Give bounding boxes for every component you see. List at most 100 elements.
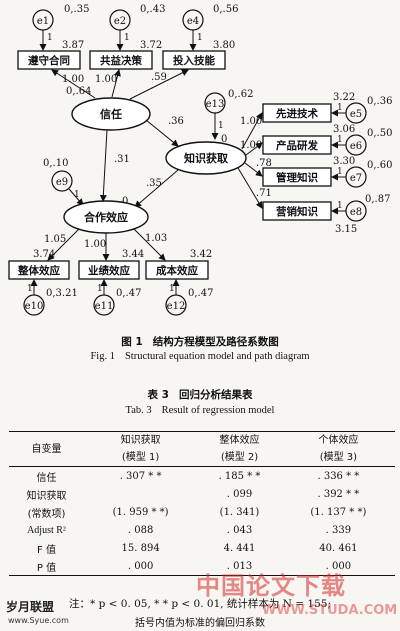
svg-text:整体效应: 整体效应 bbox=[17, 264, 60, 277]
load-invest: .59 bbox=[151, 72, 167, 83]
svg-text:管理知识: 管理知识 bbox=[276, 171, 318, 184]
load-mutual: 1.00 bbox=[95, 74, 117, 85]
indicator-cost-effect: 成本效应 bbox=[145, 260, 209, 280]
table-note-brackets: 括号内值为标准的偏回归系数 bbox=[135, 618, 265, 629]
svg-text:e7: e7 bbox=[350, 173, 362, 184]
error-e7: e7 bbox=[345, 166, 367, 188]
indicator-overall-effect: 整体效应 bbox=[8, 260, 70, 280]
mean-mutual: 3.72 bbox=[140, 40, 162, 51]
error-e4: e4 bbox=[182, 9, 204, 31]
error-e6: e6 bbox=[345, 134, 367, 156]
indicator-mgmt-knowledge: 管理知识 bbox=[262, 167, 332, 187]
e2-variance: 0,.43 bbox=[140, 4, 165, 15]
svg-text:投入技能: 投入技能 bbox=[173, 54, 215, 67]
load-overall: 1.05 bbox=[44, 234, 66, 245]
cell-model3: . 339 bbox=[325, 524, 352, 536]
table-header-row-2: (模型 1) (模型 2) (模型 3) bbox=[9, 449, 395, 467]
row-label: 信任 bbox=[36, 472, 57, 484]
watermark-syue: 岁月联盟 bbox=[4, 598, 57, 615]
e4-one: 1 bbox=[197, 33, 203, 43]
svg-text:e8: e8 bbox=[350, 207, 362, 218]
error-e8: e8 bbox=[345, 200, 367, 222]
e12-variance: 0,.47 bbox=[188, 288, 213, 299]
table-row: F 值 15. 894 4. 441 40. 461 bbox=[9, 539, 395, 557]
header-col3-name: 个体效应 bbox=[281, 431, 395, 449]
latent-knowledge: 知识获取 bbox=[165, 141, 247, 175]
error-e13: e13 bbox=[204, 92, 226, 114]
e7-one: 1 bbox=[337, 167, 343, 177]
indicator-product-dev: 产品研发 bbox=[262, 135, 332, 155]
mean-advanced: 3.22 bbox=[333, 92, 355, 103]
svg-text:产品研发: 产品研发 bbox=[276, 139, 318, 152]
latent-cooperation: 合作效应 bbox=[63, 200, 149, 234]
cell-model3: . 000 bbox=[281, 557, 395, 576]
header-col2-model: (模型 2) bbox=[197, 449, 282, 467]
load-advanced: 1.00 bbox=[240, 116, 262, 127]
figure-label-cn: 图 1 bbox=[121, 336, 143, 348]
coop-intercept: 0 bbox=[122, 196, 128, 207]
e8-variance: 0,.87 bbox=[365, 194, 390, 205]
svg-text:e4: e4 bbox=[187, 16, 199, 27]
e11-one: 1 bbox=[97, 284, 103, 294]
svg-text:营销知识: 营销知识 bbox=[276, 205, 318, 218]
knowledge-intercept: 0 bbox=[221, 134, 227, 145]
table-row: 知识获取 . 099 . 392 * * bbox=[9, 485, 395, 503]
e10-variance: 0,3.21 bbox=[46, 288, 78, 299]
indicator-mutual-decision: 共益决策 bbox=[89, 50, 153, 70]
svg-text:e13: e13 bbox=[206, 99, 225, 110]
e13-one: 1 bbox=[218, 121, 224, 131]
e10-one: 1 bbox=[27, 284, 33, 294]
figure-caption-cn: 图 1 结构方程模型及路径系数图 bbox=[0, 334, 400, 349]
svg-text:成本效应: 成本效应 bbox=[156, 264, 198, 277]
row-label: F 值 bbox=[37, 544, 56, 556]
cell-model3: . 392 * * bbox=[317, 488, 360, 500]
trust-variance: 0,.64 bbox=[66, 86, 91, 97]
cell-model1: . 000 bbox=[84, 557, 198, 576]
error-e2: e2 bbox=[109, 9, 131, 31]
cell-model2: (1. 341) bbox=[219, 506, 260, 518]
load-performance: 1.00 bbox=[84, 239, 106, 250]
row-label: P 值 bbox=[9, 557, 84, 576]
svg-text:信任: 信任 bbox=[100, 107, 122, 121]
table-row: P 值 . 000 . 013 . 000 bbox=[9, 557, 395, 576]
cell-model3: . 336 * * bbox=[317, 470, 360, 482]
table-title-en: Result of regression model bbox=[161, 405, 275, 416]
svg-text:遵守合同: 遵守合同 bbox=[28, 54, 70, 67]
e1-one: 1 bbox=[47, 33, 53, 43]
error-e9: e9 bbox=[51, 170, 73, 192]
svg-text:e12: e12 bbox=[167, 301, 186, 312]
header-col2-name: 整体效应 bbox=[197, 431, 282, 449]
e11-variance: 0,.47 bbox=[116, 288, 141, 299]
svg-text:先进技术: 先进技术 bbox=[276, 107, 318, 120]
figure-title-cn: 结构方程模型及路径系数图 bbox=[152, 336, 279, 348]
e1-variance: 0,.35 bbox=[64, 4, 89, 15]
indicator-marketing-knowledge: 营销知识 bbox=[262, 201, 332, 221]
path-diagram: e1 e2 e4 0,.35 0,.43 0,.56 1 1 1 3.87 3.… bbox=[8, 4, 392, 316]
figure-label-en: Fig. 1 bbox=[90, 351, 115, 362]
header-col3-model: (模型 3) bbox=[281, 449, 395, 467]
svg-text:业绩效应: 业绩效应 bbox=[88, 264, 130, 277]
error-e5: e5 bbox=[345, 102, 367, 124]
row-label: 知识获取 bbox=[26, 490, 67, 502]
indicator-invest-skills: 投入技能 bbox=[162, 50, 226, 70]
cell-model1: . 088 bbox=[127, 524, 154, 536]
table-row: Adjust R² . 088 . 043 . 339 bbox=[9, 521, 395, 539]
error-e11: e11 bbox=[93, 294, 115, 316]
cell-model1: 15. 894 bbox=[121, 542, 160, 554]
mean-product: 3.06 bbox=[333, 124, 355, 135]
path-trust-knowledge: .36 bbox=[168, 116, 184, 127]
mean-cost: 3.42 bbox=[190, 249, 212, 260]
e6-one: 1 bbox=[337, 135, 343, 145]
load-mgmt: .78 bbox=[256, 158, 272, 169]
svg-text:e10: e10 bbox=[25, 301, 44, 312]
e6-variance: 0,.50 bbox=[367, 128, 392, 139]
e12-one: 1 bbox=[169, 284, 175, 294]
mean-performance: 3.44 bbox=[122, 249, 144, 260]
path-trust-coop: .31 bbox=[114, 154, 130, 165]
load-product: 1.00 bbox=[240, 140, 262, 151]
header-col1-model: (模型 1) bbox=[84, 449, 198, 467]
cell-model1: . 307 * * bbox=[119, 470, 162, 482]
